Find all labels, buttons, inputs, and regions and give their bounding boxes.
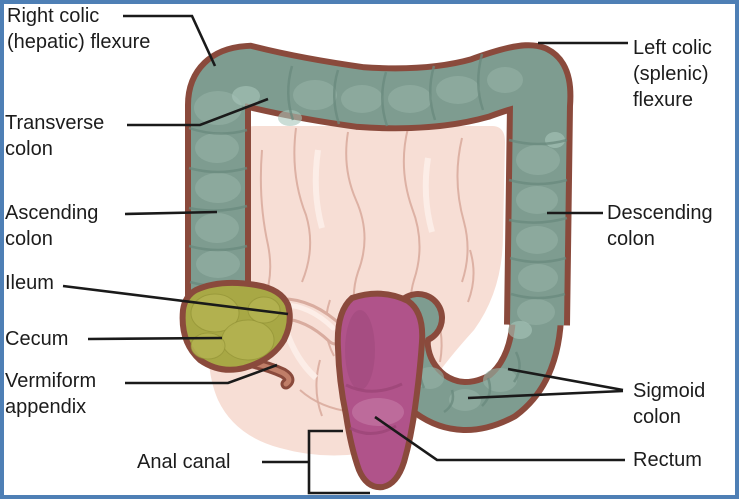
- anal-canal-bracket: [307, 429, 370, 495]
- label-transverse-colon: Transverse colon: [5, 112, 105, 160]
- rectum-folds: [345, 310, 404, 435]
- leader-ileum: [62, 284, 289, 316]
- leader-transverse-colon: [127, 97, 269, 127]
- leader-vermiform-appendix: [125, 363, 278, 385]
- leader-ascending-colon: [124, 210, 218, 216]
- label-anal-canal: Anal canal: [137, 451, 231, 473]
- label-ileum: Ileum: [5, 272, 54, 294]
- label-vermiform-appendix: Vermiform appendix: [5, 370, 97, 418]
- label-left-colic-flexure: Left colic (splenic) flexure: [633, 37, 712, 111]
- rectum: [334, 290, 426, 491]
- label-cecum: Cecum: [5, 328, 69, 350]
- leader-right-colic-flexure: [123, 14, 217, 67]
- cecum-lumps: [190, 293, 281, 361]
- leader-rectum: [374, 415, 625, 462]
- label-sigmoid-colon: Sigmoid colon: [633, 380, 706, 428]
- leader-sigmoid-colon-upper: [507, 367, 624, 392]
- annotation-lines: [62, 14, 628, 495]
- label-rectum: Rectum: [633, 449, 702, 471]
- leader-sigmoid-colon-lower: [467, 389, 624, 400]
- label-descending-colon: Descending colon: [607, 202, 713, 250]
- leader-cecum: [87, 336, 223, 341]
- label-ascending-colon: Ascending colon: [5, 202, 99, 250]
- colon-haustra-highlights: [194, 67, 565, 411]
- label-right-colic-flexure: Right colic (hepatic) flexure: [7, 5, 151, 53]
